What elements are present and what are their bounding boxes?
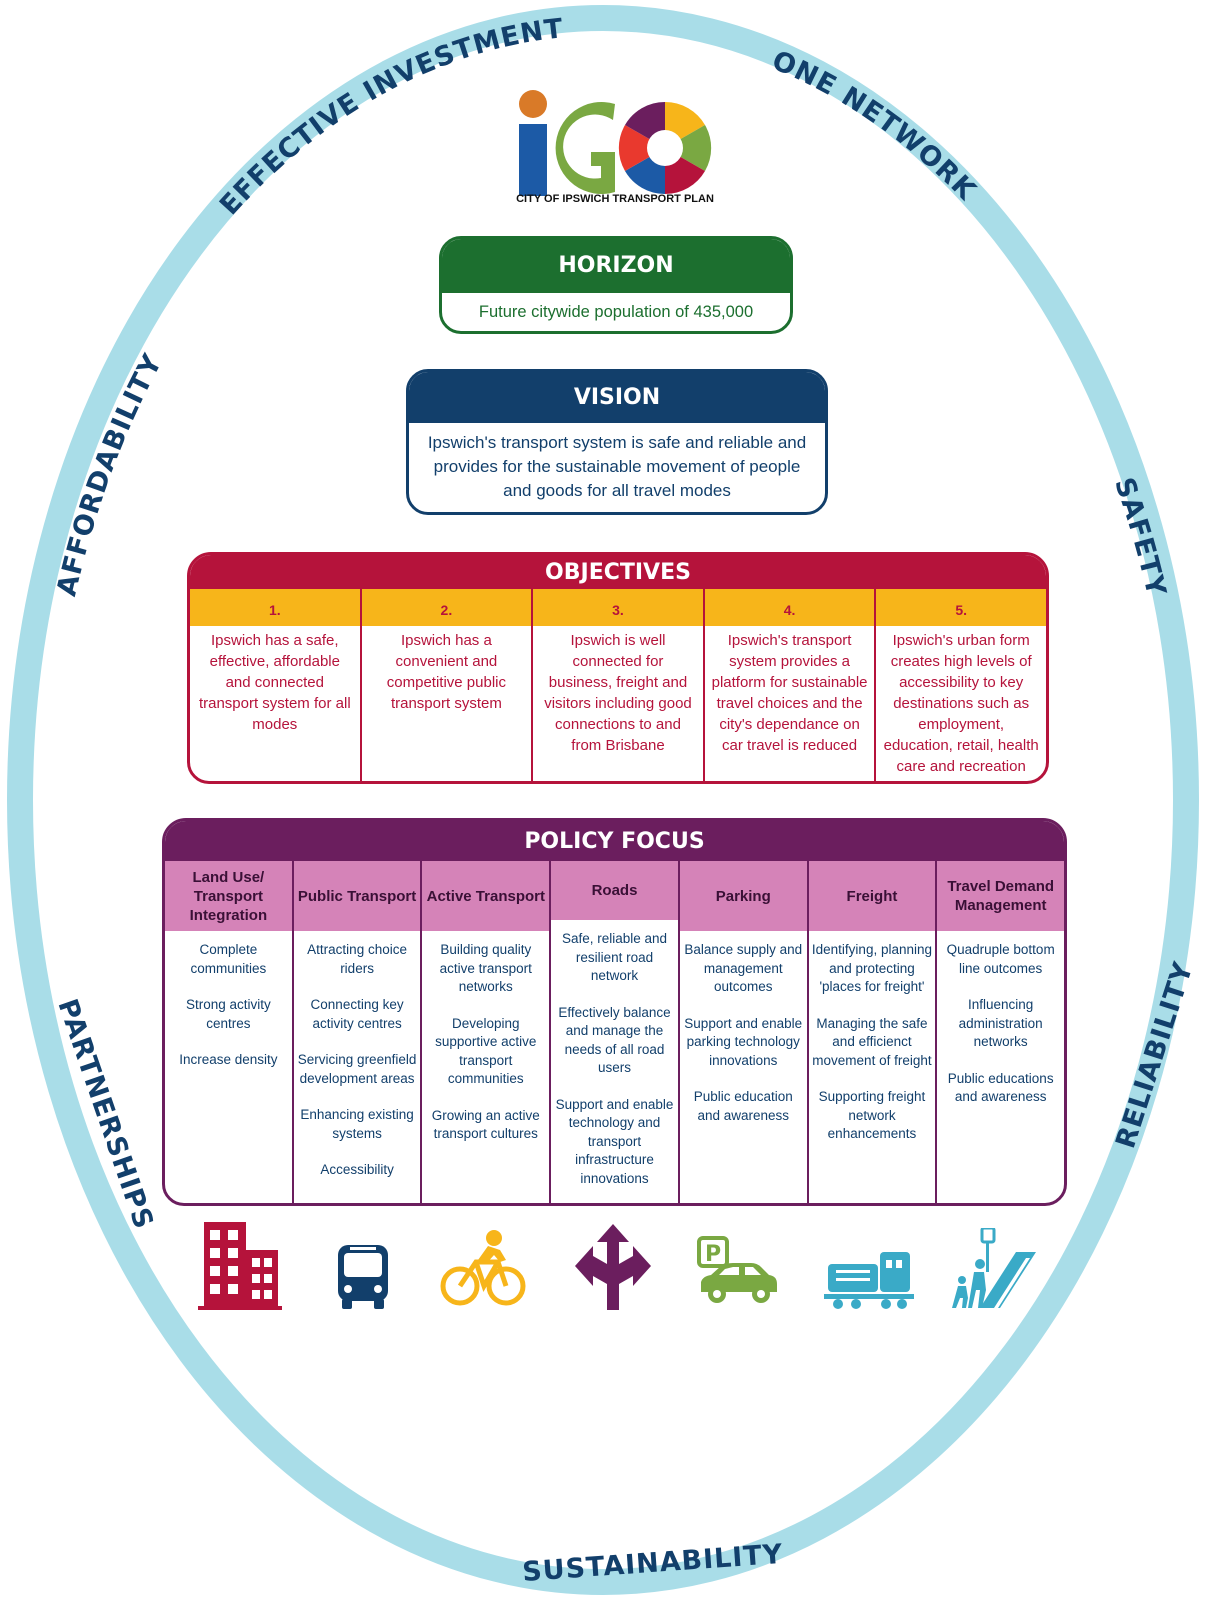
policy-item: Attracting choice riders (307, 942, 407, 976)
objective-column: 4. Ipswich's transport system provides a… (702, 589, 875, 781)
vision-text: Ipswich's transport system is safe and r… (427, 433, 807, 500)
objective-column: 5. Ipswich's urban form creates high lev… (874, 589, 1046, 781)
policy-item: Complete communities (190, 942, 267, 976)
policy-heading: Travel Demand Management (937, 861, 1064, 931)
pedestrians-crossing-icon (952, 1228, 1036, 1308)
objective-text: Ipswich has a convenient and competitive… (386, 632, 506, 712)
ring-label-one-network: ONE NETWORK (768, 45, 982, 207)
policy-item: Strong activity centres (185, 997, 271, 1031)
policy-column-parking: Parking Balance supply and management ou… (677, 861, 807, 1203)
objective-column: 2. Ipswich has a convenient and competit… (359, 589, 532, 781)
policy-item: Balance supply and management outcomes (684, 942, 803, 994)
policy-item: Support and enable technology and transp… (555, 1096, 674, 1186)
policy-item: Influencing administration networks (958, 997, 1043, 1049)
policy-heading: Freight (808, 861, 936, 931)
policy-focus-grid: Land Use/ Transport Integration Complete… (165, 861, 1064, 1203)
policy-item: Supporting freight network enhancements (818, 1089, 926, 1141)
policy-item: Developing supportive active transport c… (435, 1015, 537, 1087)
objective-number: 5. (876, 589, 1046, 626)
logo-subtitle: CITY OF IPSWICH TRANSPORT PLAN (516, 193, 714, 205)
buildings-icon (198, 1222, 282, 1310)
policy-item: Identifying, planning and protecting 'pl… (811, 942, 932, 994)
objectives-box: OBJECTIVES 1. Ipswich has a safe, effect… (187, 552, 1049, 784)
policy-item: Safe, reliable and resilient road networ… (561, 931, 668, 983)
policy-focus-title: POLICY FOCUS (165, 821, 1064, 861)
policy-item: Public education and awareness (693, 1089, 793, 1123)
policy-item: Connecting key activity centres (310, 997, 404, 1031)
policy-item: Building quality active transport networ… (439, 942, 532, 994)
vision-title: VISION (409, 372, 825, 423)
freight-train-icon (824, 1252, 914, 1309)
policy-item: Effectively balance and manage the needs… (558, 1004, 671, 1076)
policy-item: Accessibility (320, 1162, 394, 1177)
igo-logo (519, 90, 712, 196)
objective-column: 3. Ipswich is well connected for busines… (531, 589, 703, 781)
wheel-icon (618, 101, 712, 195)
parking-car-icon: P (697, 1236, 777, 1303)
objective-text: Ipswich's urban form creates high levels… (883, 632, 1039, 775)
policy-item: Enhancing existing systems (300, 1107, 414, 1141)
policy-column-roads: Roads Safe, reliable and resilient road … (549, 861, 678, 1203)
vision-box: VISION Ipswich's transport system is saf… (406, 369, 828, 515)
ring-label-effective-investment: EFFECTIVE INVESTMENT (214, 13, 565, 221)
horizon-title: HORIZON (442, 239, 790, 293)
objective-number: 3. (533, 589, 703, 626)
policy-item: Managing the safe and efficienct movemen… (812, 1015, 932, 1068)
policy-item: Servicing greenfield development areas (297, 1052, 417, 1086)
road-arrows-icon (575, 1224, 651, 1310)
objective-number: 4. (704, 589, 875, 626)
policy-heading: Parking (679, 861, 807, 931)
objective-number: 2. (361, 589, 532, 626)
policy-item: Growing an active transport cultures (431, 1107, 540, 1142)
policy-item: Quadruple bottom line outcomes (946, 942, 1055, 976)
objective-text: Ipswich's transport system provides a pl… (711, 632, 868, 754)
policy-heading: Public Transport (293, 861, 421, 931)
svg-text:P: P (705, 1242, 721, 1267)
policy-item: Public educations and awareness (947, 1070, 1054, 1105)
policy-column-public-transport: Public Transport Attracting choice rider… (291, 861, 421, 1203)
policy-column-land-use: Land Use/ Transport Integration Complete… (165, 861, 292, 1203)
objective-text: Ipswich is well connected for business, … (544, 632, 692, 754)
cyclist-icon (440, 1230, 526, 1306)
objective-text: Ipswich has a safe, effective, affordabl… (198, 632, 351, 733)
policy-column-freight: Freight Identifying, planning and protec… (806, 861, 936, 1203)
policy-focus-box: POLICY FOCUS Land Use/ Transport Integra… (162, 818, 1067, 1206)
objective-column: 1. Ipswich has a safe, effective, afford… (190, 589, 360, 781)
objective-number: 1. (190, 589, 360, 626)
policy-heading: Active Transport (422, 861, 550, 931)
policy-column-travel-demand: Travel Demand Management Quadruple botto… (935, 861, 1064, 1203)
ring-label-reliability: RELIABILITY (1110, 958, 1200, 1152)
policy-heading: Roads (551, 861, 678, 920)
objectives-grid: 1. Ipswich has a safe, effective, afford… (190, 589, 1046, 781)
horizon-text: Future citywide population of 435,000 (478, 303, 754, 321)
bus-icon (338, 1245, 388, 1309)
horizon-box: HORIZON Future citywide population of 43… (439, 236, 793, 334)
objectives-title: OBJECTIVES (190, 555, 1046, 589)
policy-item: Increase density (179, 1052, 278, 1067)
policy-item: Support and enable parking technology in… (684, 1015, 803, 1068)
policy-heading: Land Use/ Transport Integration (165, 861, 292, 931)
policy-column-active-transport: Active Transport Building quality active… (420, 861, 550, 1203)
